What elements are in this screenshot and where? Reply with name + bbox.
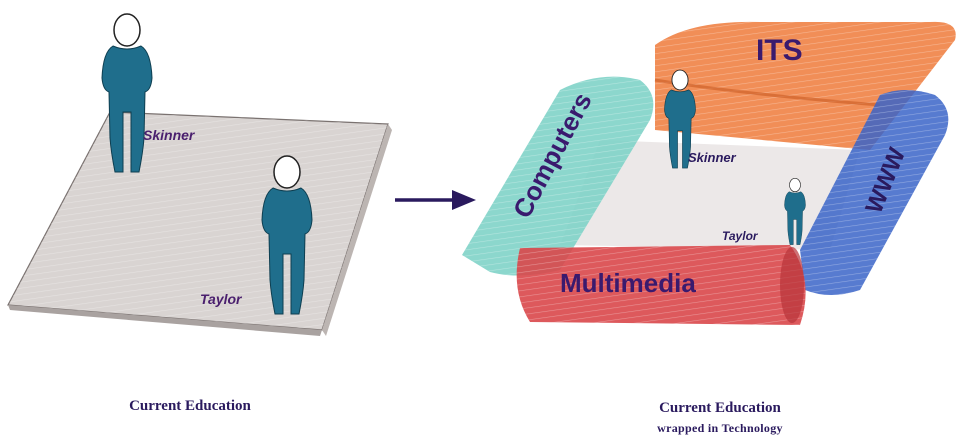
caption-left: Current Education — [90, 398, 290, 415]
arrow-right-icon — [395, 190, 476, 210]
band-label-multimedia: Multimedia — [560, 268, 696, 298]
caption-right-title: Current Education — [620, 400, 820, 417]
left-scene: Skinner Taylor — [8, 14, 392, 336]
caption-right-subtitle: wrapped in Technology — [600, 421, 840, 436]
person-label-skinner: Skinner — [143, 127, 196, 143]
right-scene: ITS Computers WWW Multimedia Skinner — [462, 22, 956, 325]
person-label-taylor-right: Taylor — [722, 229, 759, 243]
band-multimedia: Multimedia — [517, 245, 806, 325]
band-label-its: ITS — [756, 34, 803, 67]
person-label-skinner-right: Skinner — [688, 150, 737, 165]
person-label-taylor: Taylor — [200, 291, 243, 307]
